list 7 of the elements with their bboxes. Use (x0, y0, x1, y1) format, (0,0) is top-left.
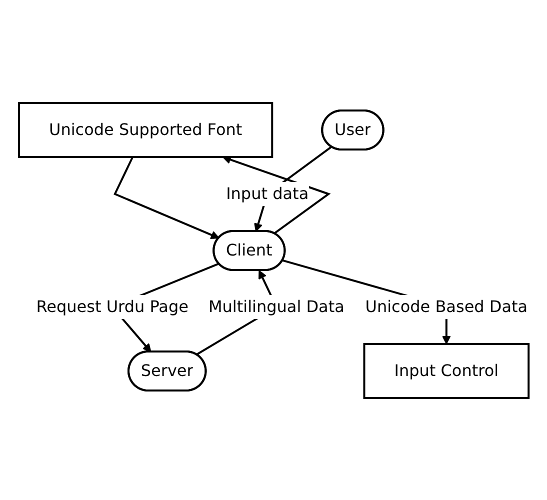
node-box: Input Control (362, 342, 530, 398)
edge-label: Request Urdu Page (36, 296, 188, 316)
node-box: Unicode Supported Font (18, 102, 273, 158)
arrow (113, 156, 220, 239)
edge-label: Unicode Based Data (364, 296, 528, 316)
edge-label: Input data (226, 183, 308, 202)
edge-label: Multilingual Data (208, 296, 344, 316)
